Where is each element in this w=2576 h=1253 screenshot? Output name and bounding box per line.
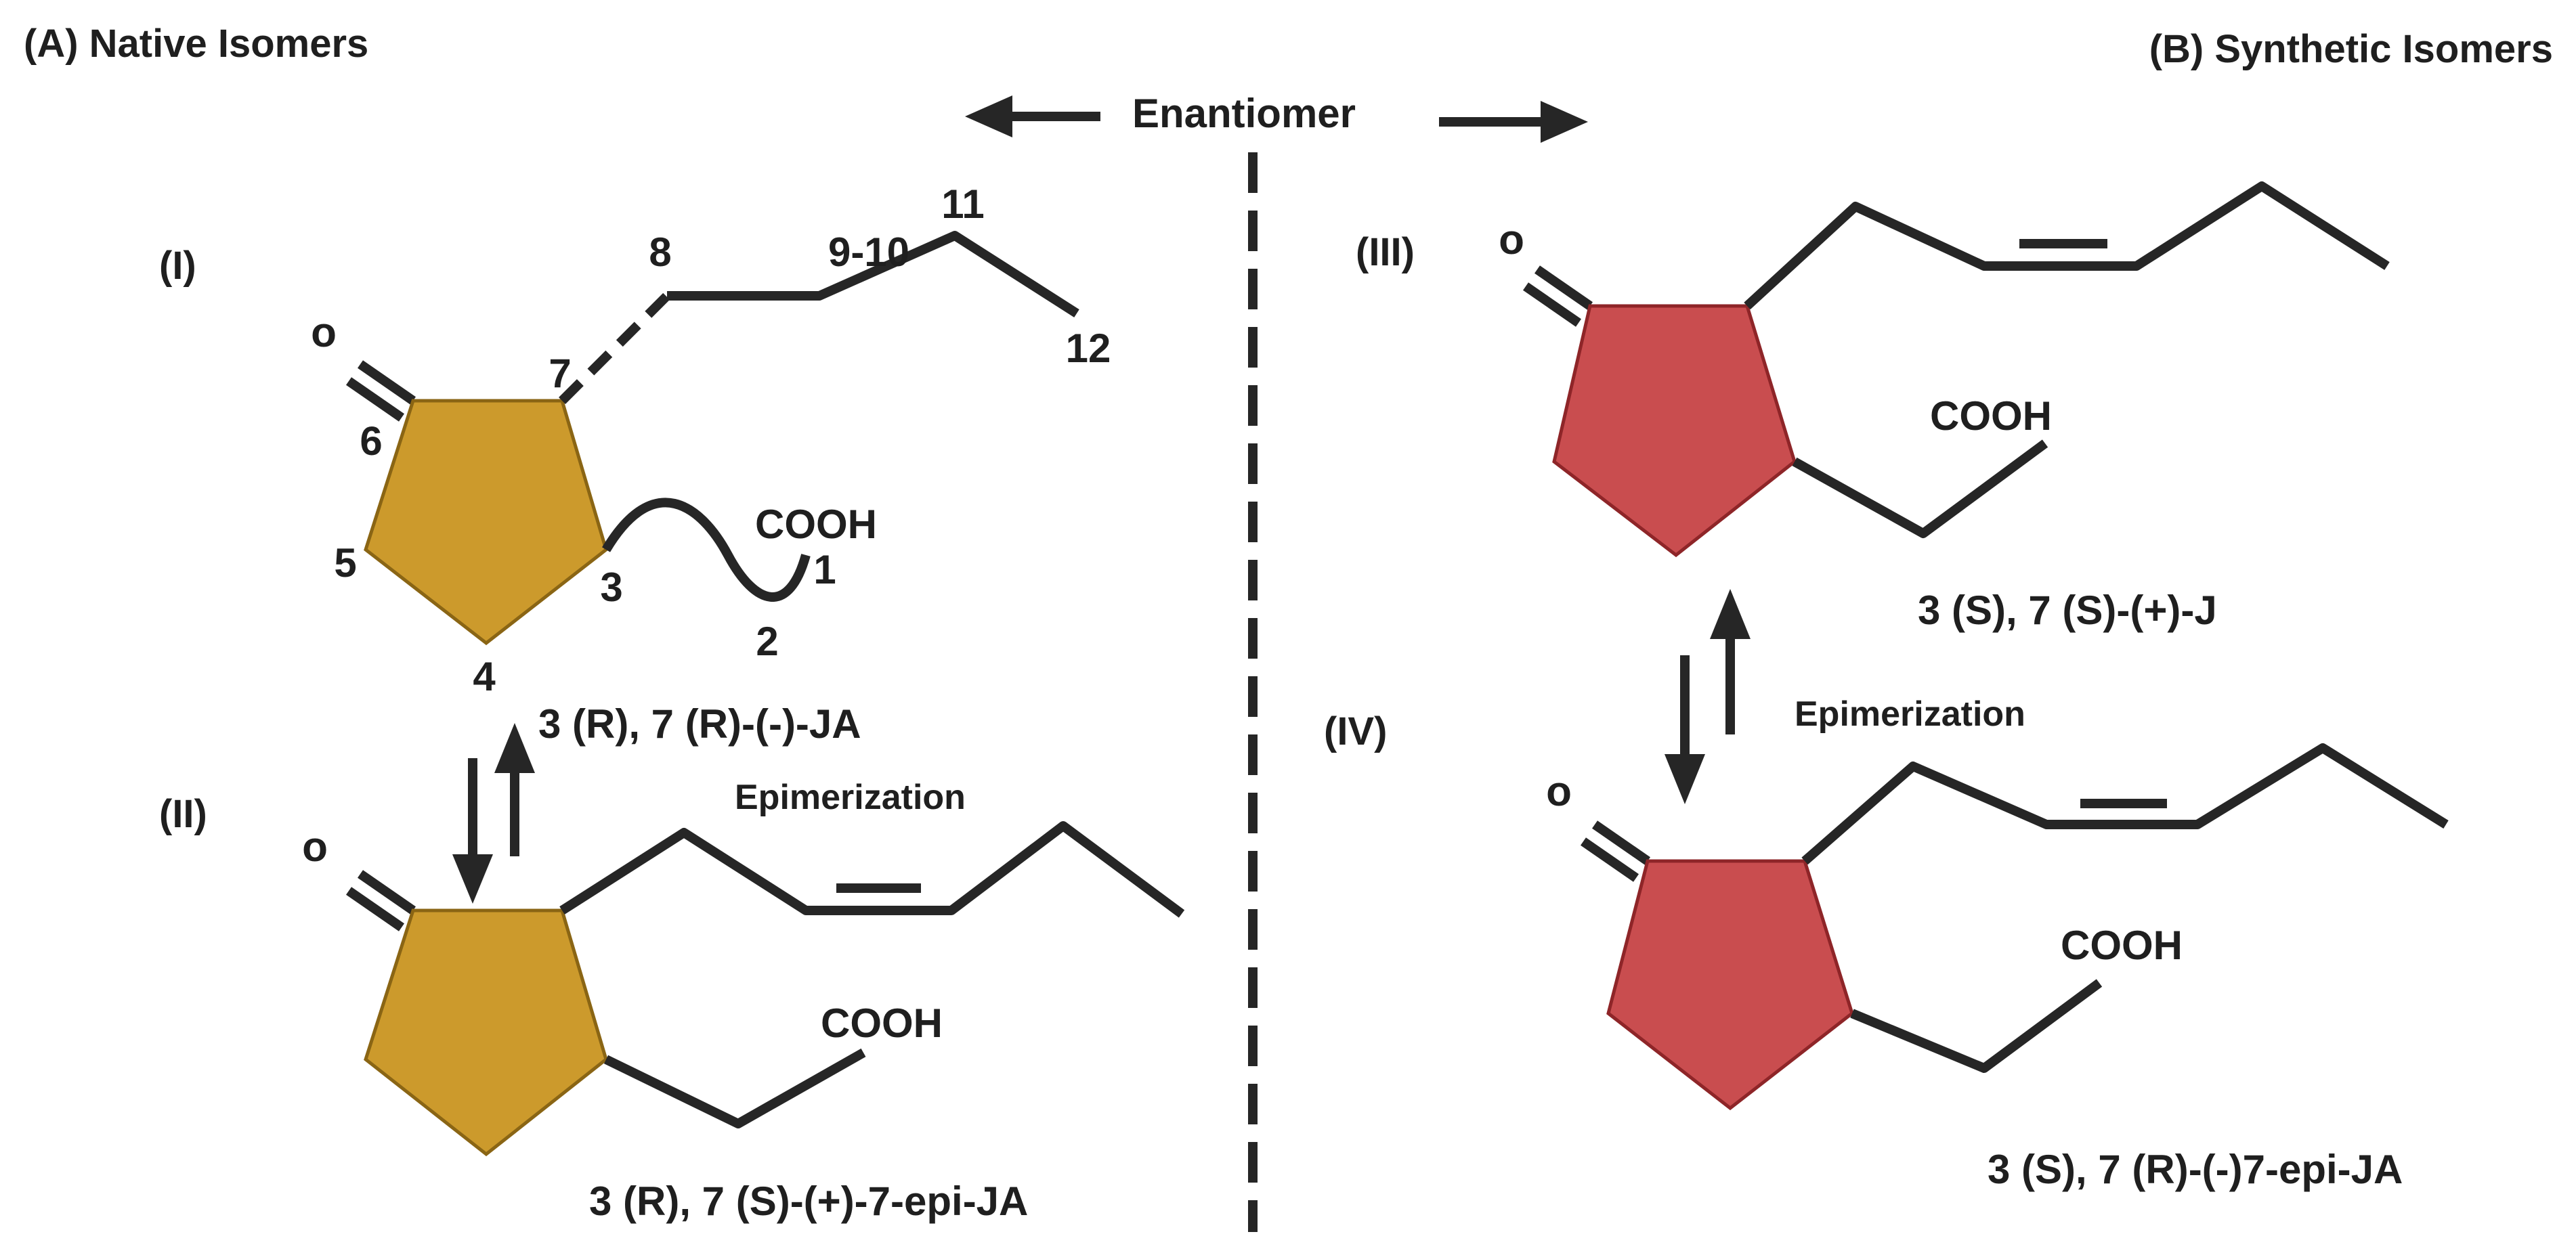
isomer-i-carbon-4: 4 bbox=[473, 654, 496, 699]
isomer-iii-name: 3 (S), 7 (S)-(+)-J bbox=[1918, 588, 2217, 633]
isomer-i-oxygen: o bbox=[311, 309, 337, 356]
isomer-i-carbon-1: 1 bbox=[813, 547, 836, 592]
isomer-iii: (III) o COOH 3 (S), 7 (S)-(+)-J bbox=[1356, 181, 2390, 633]
isomer-ii: (II) o COOH 3 (R), 7 (S)-(+)-7-epi-JA bbox=[159, 792, 1185, 1224]
isomer-ii-numeral: (II) bbox=[159, 792, 207, 836]
panel-a-title: (A) Native Isomers bbox=[24, 22, 368, 66]
panel-b-title: (B) Synthetic Isomers bbox=[2149, 27, 2553, 71]
isomer-i-side-chain bbox=[667, 231, 1079, 317]
isomer-i-carbon-11: 11 bbox=[941, 181, 984, 227]
isomer-iv-oxygen: o bbox=[1546, 768, 1572, 815]
isomer-i-carbon-7: 7 bbox=[549, 351, 571, 396]
left-epimerization-arrows bbox=[452, 723, 535, 904]
isomer-i-acid: COOH bbox=[755, 502, 877, 547]
isomer-ii-oxygen: o bbox=[302, 824, 328, 871]
isomer-iii-oxygen: o bbox=[1499, 217, 1524, 263]
isomer-iv-acid: COOH bbox=[2061, 923, 2183, 968]
isomer-iii-acid-chain bbox=[1792, 439, 2048, 538]
right-epimerization-arrows bbox=[1665, 589, 1751, 804]
enantiomer-left-arrow bbox=[965, 95, 1100, 137]
isomer-iii-ring bbox=[1552, 304, 1797, 558]
isomer-i-carbon-9-10: 9-10 bbox=[828, 229, 909, 275]
isomer-i-carbon-12: 12 bbox=[1066, 326, 1111, 371]
enantiomer-label: Enantiomer bbox=[1132, 91, 1356, 136]
isomer-ii-acid-chain bbox=[603, 1048, 866, 1128]
isomer-ii-acid: COOH bbox=[821, 1001, 943, 1046]
isomer-iv-acid-chain bbox=[1850, 979, 2103, 1073]
isomer-i: (I) o COOH 1 2 3 4 5 6 7 8 9-10 11 12 3 … bbox=[159, 181, 1111, 747]
isomer-iv-numeral: (IV) bbox=[1324, 709, 1387, 753]
isomer-ii-name: 3 (R), 7 (S)-(+)-7-epi-JA bbox=[589, 1179, 1028, 1224]
isomer-i-numeral: (I) bbox=[159, 244, 196, 288]
isomer-ii-ring bbox=[364, 908, 608, 1157]
enantiomer-right-arrow bbox=[1439, 101, 1588, 143]
isomer-iii-numeral: (III) bbox=[1356, 230, 1415, 274]
isomer-i-carbon-6: 6 bbox=[360, 418, 382, 464]
left-epimerization-label: Epimerization bbox=[735, 778, 966, 817]
isomer-i-carbon-5: 5 bbox=[334, 540, 356, 586]
isomer-iii-acid: COOH bbox=[1930, 393, 2052, 439]
isomer-i-wavy-chain bbox=[601, 498, 811, 602]
isomer-i-name: 3 (R), 7 (R)-(-)-JA bbox=[538, 701, 861, 747]
isomer-i-carbon-2: 2 bbox=[756, 619, 778, 664]
isomer-iv-side-chain bbox=[1801, 743, 2449, 865]
isomer-ii-side-chain bbox=[559, 821, 1185, 918]
isomer-iv-name: 3 (S), 7 (R)-(-)7-epi-JA bbox=[1988, 1147, 2403, 1192]
isomer-i-carbon-8: 8 bbox=[649, 229, 671, 275]
isomer-i-carbon-3: 3 bbox=[600, 565, 622, 610]
isomer-iii-side-chain bbox=[1744, 181, 2390, 310]
isomer-i-ring bbox=[364, 399, 608, 646]
isomer-iv-ring bbox=[1606, 859, 1854, 1111]
isomer-iv: (IV) o COOH 3 (S), 7 (R)-(-)7-epi-JA bbox=[1324, 709, 2449, 1192]
isomer-i-dashed-bond bbox=[559, 292, 670, 404]
right-epimerization-label: Epimerization bbox=[1795, 695, 2025, 734]
